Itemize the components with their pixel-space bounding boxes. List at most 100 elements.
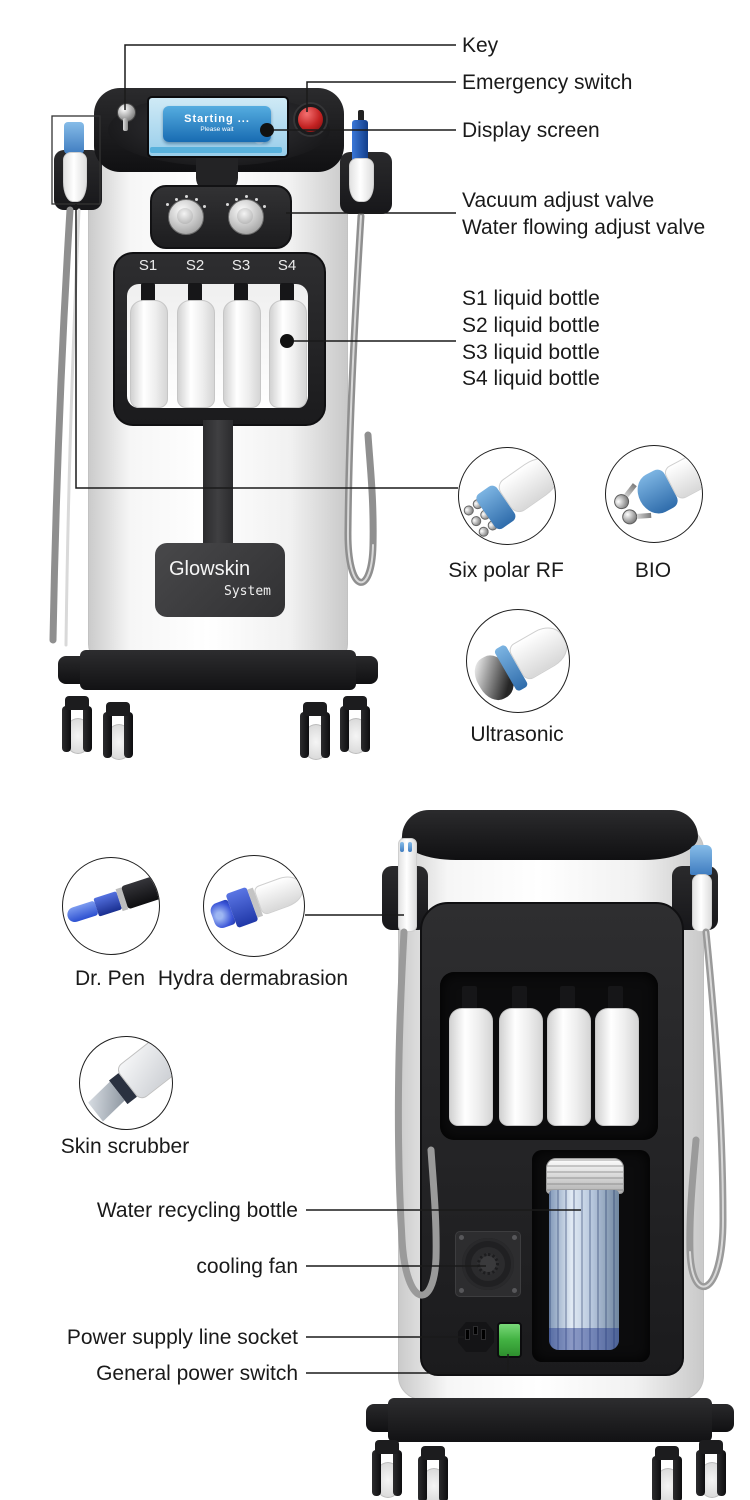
hydra-handle: [252, 871, 304, 916]
bottle-slot-label-s1: S1: [138, 257, 158, 274]
handpiece-blue-mark: [400, 842, 404, 852]
socket-slot: [466, 1330, 469, 1339]
back-left-handpiece: [398, 838, 417, 932]
logo-plate: Glowskin System: [155, 543, 285, 617]
water-flow-adjust-knob[interactable]: [228, 199, 264, 235]
fork: [124, 712, 133, 758]
liquid-bottle-s4[interactable]: [269, 300, 307, 408]
back-right-handpiece-body: [692, 874, 712, 932]
screen-hint-text: Please wait: [200, 126, 234, 133]
water-knob-ticks: [226, 203, 229, 206]
fork: [393, 1450, 402, 1496]
caster-wheel: [62, 692, 92, 762]
ultrasonic-handpiece: [467, 617, 569, 707]
fork: [652, 1456, 661, 1500]
liquid-bottle-s1[interactable]: [130, 300, 168, 408]
caster-wheel: [696, 1436, 726, 1500]
caster-cap: [106, 702, 130, 716]
fan-hub: [480, 1256, 496, 1272]
caster-cap: [343, 696, 367, 710]
label-key: Key: [462, 34, 499, 57]
front-base: [80, 650, 356, 690]
label-general-power-switch: General power switch: [96, 1362, 298, 1385]
bottle-cap: [560, 986, 575, 1012]
caster-wheel: [103, 698, 133, 768]
fork: [103, 712, 112, 758]
bottle-cap: [462, 986, 477, 1012]
fork: [418, 1456, 427, 1500]
hydra-dermabrasion-handpiece: [207, 869, 304, 935]
front-left-hose-highlight: [64, 208, 81, 647]
fork: [62, 706, 71, 752]
bottle-slot-label-s3: S3: [231, 257, 251, 274]
cooling-fan-plate: [455, 1231, 521, 1297]
pen-handpiece-grip: [349, 158, 374, 202]
caster-cap: [655, 1446, 679, 1460]
caster-cap: [65, 696, 89, 710]
label-skin-scrubber: Skin scrubber: [60, 1135, 190, 1158]
back-top-cap: [402, 810, 698, 860]
bio-inset: [605, 445, 703, 543]
bottle-cap: [608, 986, 623, 1012]
caster-cap: [699, 1440, 723, 1454]
liquid-bottle-s2[interactable]: [177, 300, 215, 408]
dr-pen-inset: [62, 857, 160, 955]
back-base: [388, 1398, 712, 1442]
fork: [439, 1456, 448, 1500]
general-power-switch[interactable]: [497, 1322, 522, 1358]
brand-name: Glowskin: [169, 558, 251, 580]
label-power-socket: Power supply line socket: [66, 1326, 298, 1349]
power-supply-socket[interactable]: [458, 1322, 494, 1352]
label-s3-bottle: S3 liquid bottle: [462, 341, 600, 364]
emergency-switch-button[interactable]: [295, 104, 326, 135]
valve-panel: [150, 185, 292, 249]
key-blade: [123, 118, 128, 131]
bio-handpiece: [609, 446, 702, 532]
caster-cap: [375, 1440, 399, 1454]
label-s4-bottle: S4 liquid bottle: [462, 367, 600, 390]
back-liquid-bottle: [449, 1008, 493, 1126]
screen-status-text: Starting ...: [184, 113, 250, 125]
label-six-polar-rf: Six polar RF: [448, 559, 564, 582]
vacuum-adjust-knob[interactable]: [168, 199, 204, 235]
pen-handpiece-shaft: [352, 120, 368, 162]
bottle-cap: [512, 986, 527, 1012]
fork: [300, 712, 309, 758]
front-right-hose-highlight: [346, 215, 374, 584]
six-polar-rf-handpiece: [460, 449, 555, 541]
vacuum-knob-ticks: [166, 203, 169, 206]
label-dr-pen: Dr. Pen: [74, 967, 146, 990]
liquid-bottle-s3[interactable]: [223, 300, 261, 408]
water-bottle-cap: [546, 1158, 624, 1194]
fork: [717, 1450, 726, 1496]
screw: [512, 1235, 517, 1240]
handpiece-blue-mark: [408, 842, 412, 852]
front-left-hose: [49, 206, 74, 644]
label-ultrasonic: Ultrasonic: [470, 723, 564, 746]
label-emergency-switch: Emergency switch: [462, 71, 633, 94]
caster-wheel: [418, 1442, 448, 1500]
fork: [361, 706, 370, 752]
back-liquid-bottle: [595, 1008, 639, 1126]
ultrasonic-inset: [466, 609, 570, 713]
bottle-slot-label-s4: S4: [277, 257, 297, 274]
socket-slot: [482, 1330, 485, 1339]
back-liquid-bottle: [499, 1008, 543, 1126]
back-liquid-bottle: [547, 1008, 591, 1126]
brand-model: System: [224, 584, 271, 599]
screw: [459, 1288, 464, 1293]
fork: [673, 1456, 682, 1500]
water-recycling-bottle[interactable]: [549, 1190, 619, 1350]
label-bio: BIO: [634, 559, 672, 582]
front-right-hose: [344, 212, 377, 586]
label-water-recycling-bottle: Water recycling bottle: [96, 1199, 298, 1222]
hydra-handpiece-body: [63, 152, 87, 202]
six-polar-rf-inset: [458, 447, 556, 545]
label-s2-bottle: S2 liquid bottle: [462, 314, 600, 337]
fork: [321, 712, 330, 758]
fork: [83, 706, 92, 752]
bottle-slot-label-s2: S2: [185, 257, 205, 274]
label-hydra-dermabrasion: Hydra dermabrasion: [157, 967, 349, 990]
label-water-flow-valve: Water flowing adjust valve: [462, 216, 706, 239]
